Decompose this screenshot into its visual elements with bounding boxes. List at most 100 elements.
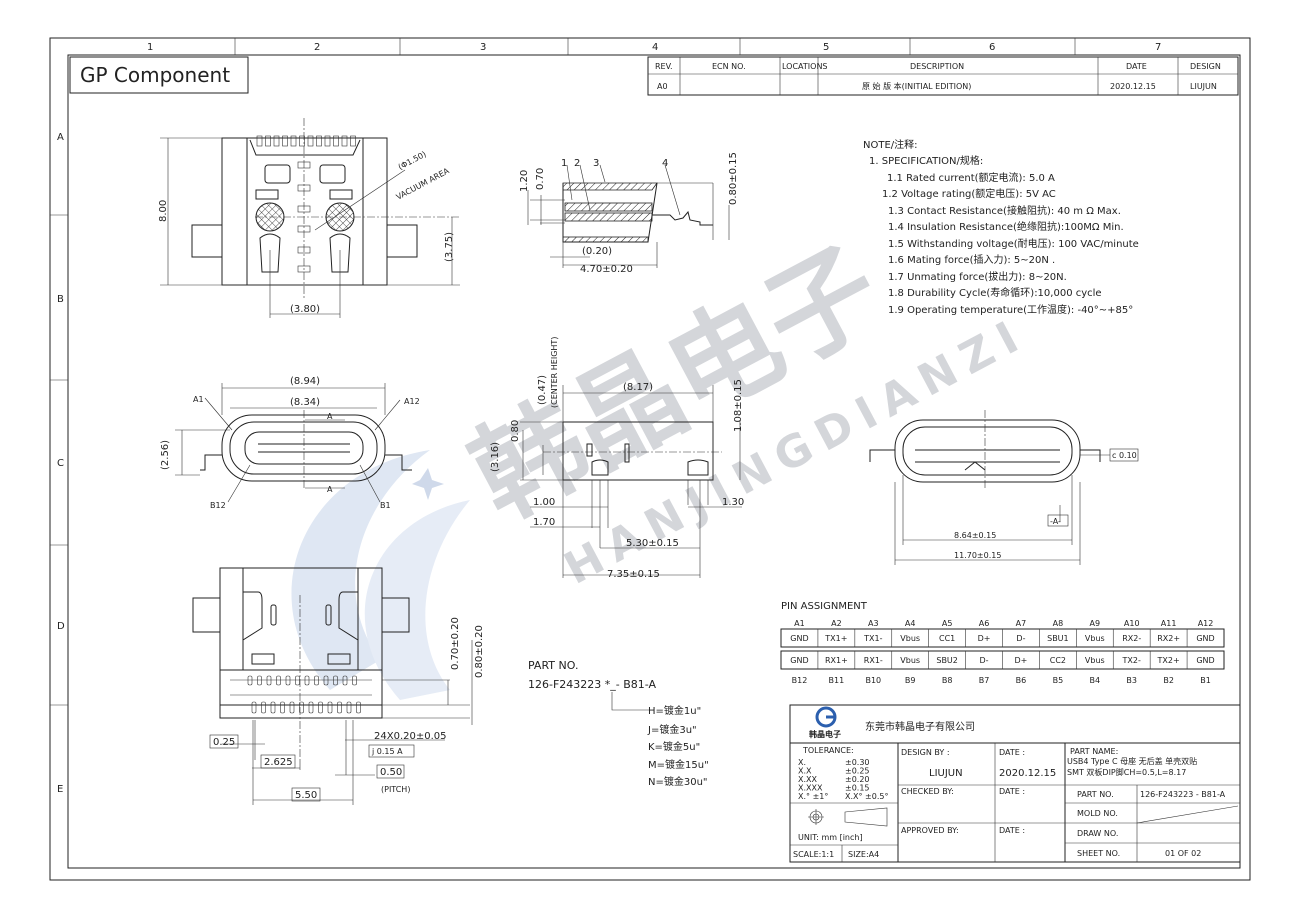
pin-signal-a: CC1 [939,634,955,643]
dim-1-00: 1.00 [533,497,555,508]
dim-0-20: (0.20) [582,246,612,257]
front-view: (8.94) (8.34) A1 A12 A A (2.56) B12 B1 [160,376,420,510]
pin-label-bottom: B1 [1200,676,1211,685]
part-name-line-2: SMT 双板DIP脚CH=0.5,L=8.17 [1067,767,1186,777]
part-name-line-1: USB4 Type C 母座 无后盖 单壳双贴 [1067,756,1197,766]
size: SIZE:A4 [848,850,879,859]
part-name-label: PART NAME: [1070,747,1118,756]
callout-3: 3 [593,158,599,169]
pin-row-b [318,701,323,714]
checked-by-label: CHECKED BY: [901,787,954,796]
pin-signal-b: CC2 [1050,656,1066,665]
pin-row-b [270,701,276,714]
tolerance-value: X.X° ±0.5° [845,792,888,801]
pin-label-top: A12 [1198,619,1214,628]
pin-signal-a: D+ [978,634,991,643]
approved-by-label: APPROVED BY: [901,826,959,835]
dim-0-70: 0.70±0.20 [450,617,461,670]
pin-label-top: A1 [794,619,805,628]
pin-signal-a: SBU1 [1047,634,1069,643]
plating-option: K=镀金5u" [648,740,700,753]
row-label: B [57,294,64,305]
comb-tooth [273,135,280,147]
position-tolerance: j 0.15 A [371,747,403,756]
pitch-label: (PITCH) [381,785,410,794]
top-view: 8.00 (3.75) (3.80) (Φ1.50) VACUUM AREA [158,118,460,318]
pin-signal-b: Vbus [1085,656,1105,665]
column-label: 7 [1155,42,1161,53]
pin-label-top: A3 [868,619,879,628]
pin-row-a [247,675,253,686]
pin-row-a [295,675,300,686]
comb-tooth [333,135,339,147]
pin-signal-a: GND [790,634,808,643]
column-label: 2 [314,42,320,53]
pin-row-a [304,675,310,686]
plating-option: J=镀金3u" [647,723,697,736]
pin-row-b [289,701,295,714]
dim-0-70: 0.70 [535,168,546,190]
pin-label-top: A2 [831,619,842,628]
pin-signal-a: Vbus [900,634,920,643]
rev-value: A0 [657,82,668,91]
notes-spec: 1. SPECIFICATION/规格: [869,154,983,167]
side-view-2: (0.47) (CENTER HEIGHT) (8.17) 0.80 (3.16… [490,337,744,580]
comb-tooth [290,135,297,147]
pin-row-b [299,701,304,714]
column-label: 1 [147,42,153,53]
dim-5-30: 5.30±0.15 [626,538,679,549]
comb-tooth [307,135,314,147]
projection-symbol-icon [808,807,888,827]
column-label: 6 [989,42,995,53]
unit: UNIT: mm [inch] [798,833,863,842]
pin-label-bottom: B11 [829,676,845,685]
note-item: 1.4 Insulation Resistance(绝缘阻抗):100MΩ Mi… [888,220,1124,233]
note-item: 1.5 Withstanding voltage(耐电压): 100 VAC/m… [888,237,1139,250]
pin-row-a [352,675,357,686]
section-a-top: A [327,412,333,421]
label-b12: B12 [210,501,226,510]
pin-label-bottom: B3 [1126,676,1137,685]
date-label: DATE : [999,748,1025,757]
company-logo-icon [815,706,837,728]
pin-signal-b: TX2+ [1157,656,1180,665]
pin-signal-b: RX1- [864,656,883,665]
dim-1-08: 1.08±0.15 [733,379,744,432]
mold-no-label: MOLD NO. [1077,809,1118,818]
logo-text: 韩晶电子 [809,729,841,739]
scale: SCALE:1:1 [793,850,834,859]
note-item: 1.9 Operating temperature(工作温度): -40°~+8… [888,303,1133,316]
comb-tooth [316,135,322,147]
row-label: D [57,621,65,632]
dim-vacuum: (Φ1.50) [397,150,428,172]
dim-1-70: 1.70 [533,517,555,528]
pin-label-bottom: B2 [1163,676,1174,685]
part-no-value: 126-F243223 *_- B81-A [528,678,657,691]
pin-row-b [251,701,257,714]
pin-label-top: A8 [1053,619,1064,628]
tolerance-key: X. [798,758,806,767]
comb-tooth [341,135,348,147]
pin-signal-a: TX1- [863,634,882,643]
dim-5-50: 5.50 [295,790,317,801]
plating-option: H=镀金1u" [648,704,701,717]
sheet-no-label: SHEET NO. [1077,849,1120,858]
callout-2: 2 [574,158,580,169]
pin-assignment: PIN ASSIGNMENT A1GNDGNDB12A2TX1+RX1+B11A… [780,601,1225,685]
pin-signal-b: Vbus [900,656,920,665]
flatness-callout: c 0.10 [1112,451,1137,460]
dim-2-625: 2.625 [264,757,293,768]
pin-row-b [280,701,285,714]
pin-label-bottom: B6 [1016,676,1027,685]
row-label: E [57,784,63,795]
pin-row-a [276,675,281,686]
end-view: 8.64±0.15 11.70±0.15 c 0.10 -A- [869,410,1139,565]
pin-signal-b: GND [1196,656,1214,665]
comb-tooth [265,135,271,147]
pin-label-top: A4 [905,619,916,628]
dim-center: (0.47) [537,375,548,405]
part-no-label: PART NO. [528,659,578,672]
draw-no-label: DRAW NO. [1077,829,1118,838]
designer: LIUJUN [929,768,963,779]
design-header: DESIGN [1190,62,1221,71]
